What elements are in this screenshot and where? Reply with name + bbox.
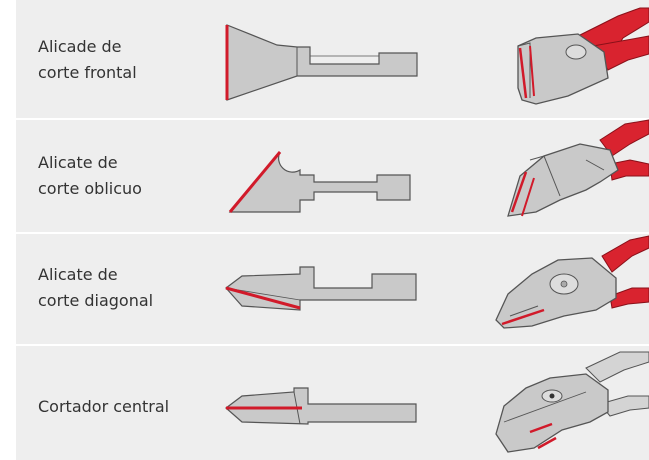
label-line-2: corte oblicuo [38, 179, 142, 198]
row-separator [16, 118, 649, 120]
row-label: Alicate de corte diagonal [38, 262, 153, 314]
label-line-1: Cortador central [38, 397, 170, 416]
end-cutting-nipper-icon [517, 7, 649, 105]
front-cut-profile-icon [225, 24, 418, 101]
row-label: Cortador central [38, 394, 169, 420]
label-line-1: Alicate de [38, 153, 118, 172]
row-separator [16, 344, 649, 346]
center-cutter-icon [495, 351, 649, 453]
label-line-2: corte frontal [38, 63, 137, 82]
row-label: Alicade de corte frontal [38, 34, 137, 86]
label-line-1: Alicate de [38, 265, 118, 284]
row-label: Alicate de corte oblicuo [38, 150, 142, 202]
center-cut-profile-icon [225, 387, 417, 425]
diagonal-cut-profile-icon [225, 266, 417, 311]
label-line-1: Alicade de [38, 37, 122, 56]
oblique-cutter-icon [507, 119, 649, 217]
oblique-cut-profile-icon [228, 151, 411, 213]
label-line-2: corte diagonal [38, 291, 154, 310]
row-separator [16, 232, 649, 234]
diagonal-cutter-icon [495, 235, 649, 329]
